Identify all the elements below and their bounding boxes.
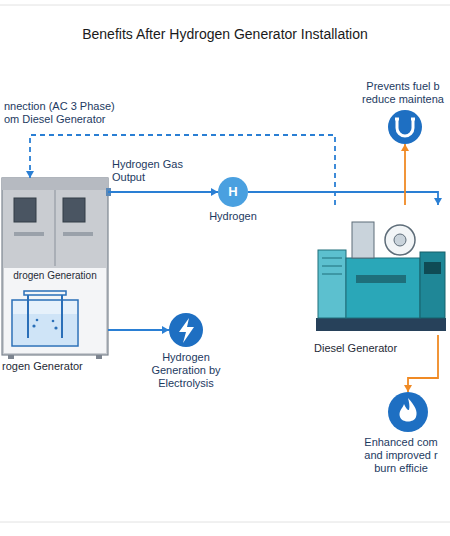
panel-slot — [14, 232, 44, 236]
magnet-symbol — [397, 119, 413, 136]
air-filter — [352, 222, 374, 258]
frame-line — [0, 5, 450, 6]
bubble — [52, 320, 55, 323]
radiator — [318, 250, 346, 318]
connector-line — [408, 335, 438, 392]
node-text: Diesel Generator — [314, 342, 414, 355]
engine-band — [356, 275, 406, 283]
arrow-head — [162, 326, 169, 334]
arrow-head — [26, 171, 34, 178]
flow-connector — [248, 192, 442, 205]
electrolysis-icon — [169, 313, 203, 347]
electrode — [27, 295, 29, 338]
combustion-circle: Enhanced com and improved r burn efficie — [388, 392, 428, 432]
panel-slot — [63, 232, 93, 236]
control-screen — [14, 198, 36, 222]
control-box — [424, 262, 441, 274]
engine-block — [346, 258, 420, 318]
arrow-head — [401, 144, 409, 151]
cabinet-body — [2, 178, 108, 355]
tank-water — [13, 314, 77, 345]
generator-cabinet-box: drogen Generationrogen Generator — [2, 178, 108, 355]
cabinet-foot — [8, 355, 14, 359]
bubble — [36, 319, 39, 322]
flow-connector — [108, 326, 169, 334]
hydrogen-circle: HHydrogen — [218, 177, 248, 207]
node-text: drogen Generation — [4, 270, 106, 282]
combustion-icon — [388, 392, 428, 432]
diesel-generator-box: Diesel Generator — [312, 205, 446, 335]
flame-symbol — [400, 398, 417, 422]
connector-line — [108, 191, 218, 193]
icon-circle — [388, 110, 422, 144]
turbo — [385, 225, 415, 255]
electrolysis-circle: Hydrogen Generation by Electrolysis — [169, 313, 203, 347]
radiator-fin — [322, 274, 342, 275]
generator-skid — [316, 318, 446, 331]
generator-cabinet — [2, 178, 111, 359]
flow-connector — [404, 335, 438, 392]
hydrogen-icon — [218, 177, 248, 207]
diesel-generator-picture — [316, 222, 446, 331]
flow-connector — [401, 144, 409, 205]
arrow-head — [434, 198, 442, 205]
arrow-head — [211, 188, 218, 196]
node-text: Enhanced com and improved r burn efficie — [358, 436, 444, 475]
radiator-fin — [322, 258, 342, 259]
electrolysis-tank — [12, 300, 78, 346]
connector-line — [108, 329, 169, 331]
lightning-symbol — [179, 318, 194, 343]
arrow-head — [404, 385, 412, 392]
magnet-pole — [395, 118, 399, 121]
icon-circle — [388, 392, 428, 432]
radiator-fin — [322, 266, 342, 267]
node-text: Hydrogen Generation by Electrolysis — [141, 351, 231, 390]
turbo-hub — [394, 234, 406, 246]
dashed-connector — [26, 135, 335, 205]
maintenance-icon — [388, 110, 422, 144]
icon-circle — [169, 313, 203, 347]
connector-line — [30, 135, 335, 205]
alternator — [420, 252, 445, 318]
connection-label: nnection (AC 3 Phase) om Diesel Generato… — [4, 100, 124, 126]
gas-output-label: Hydrogen Gas Output — [112, 158, 192, 184]
node-text: Prevents fuel b reduce maintena — [360, 80, 446, 106]
cabinet-window — [4, 268, 106, 353]
magnet-pole — [411, 118, 415, 121]
diagram-title: Benefits After Hydrogen Generator Instal… — [0, 26, 450, 43]
connector-line — [404, 144, 406, 205]
bubble — [54, 326, 57, 329]
connector-line — [248, 192, 438, 205]
maintenance-circle: Prevents fuel b reduce maintena — [388, 110, 422, 144]
flow-connector — [108, 188, 218, 196]
control-screen — [63, 198, 85, 222]
door-line — [55, 190, 56, 266]
bubble — [32, 324, 35, 327]
cabinet-foot — [96, 355, 102, 359]
electrode — [61, 295, 63, 338]
frame-line — [0, 522, 450, 523]
cabinet-top-band — [2, 178, 108, 190]
node-text: H — [218, 177, 248, 207]
node-text: rogen Generator — [2, 360, 106, 373]
node-text: Hydrogen — [198, 210, 268, 223]
electrode-bar — [24, 291, 66, 295]
